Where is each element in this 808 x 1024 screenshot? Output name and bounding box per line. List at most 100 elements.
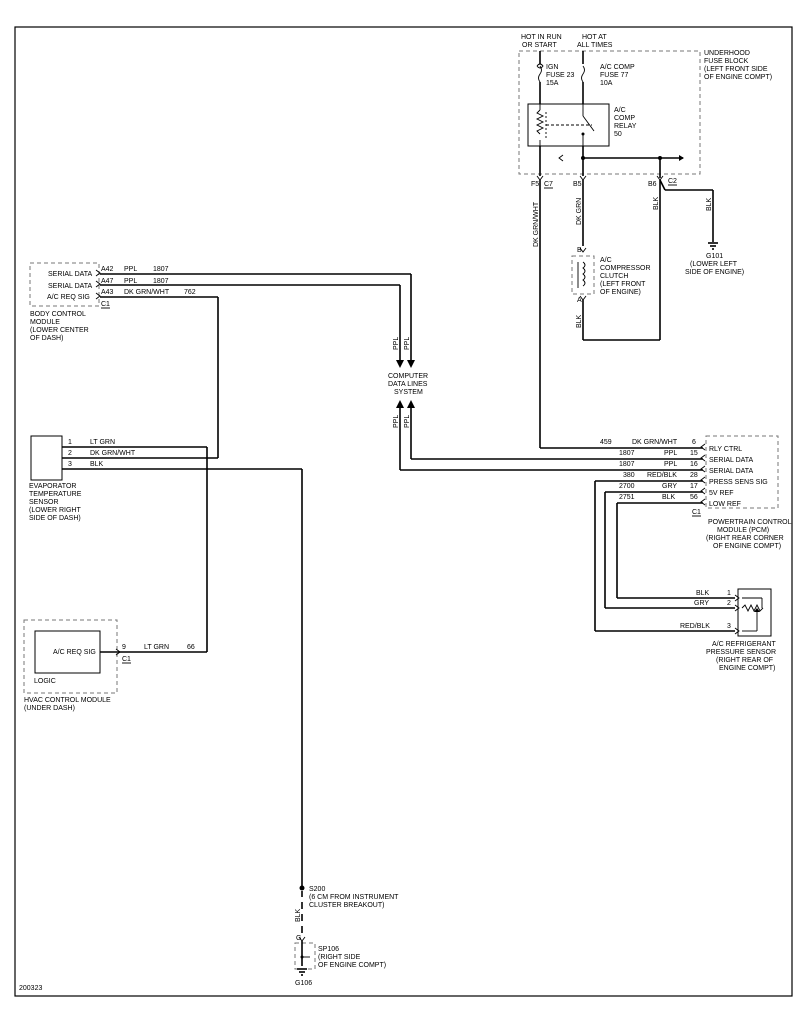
- press-name-2: PRESSURE SENSOR: [706, 649, 776, 656]
- bcm-row-3-color: DK GRN/WHT: [124, 289, 170, 296]
- ac-fuse-label: A/C COMP: [600, 64, 635, 71]
- cdl-line-1: COMPUTER: [388, 373, 428, 380]
- clutch-coil: [577, 261, 586, 288]
- press-pin-1: 1: [727, 590, 731, 597]
- wire-label-blk-clutch: BLK: [576, 314, 583, 328]
- press-color-3: RED/BLK: [680, 623, 710, 630]
- ac-compressor-clutch: [571, 255, 595, 295]
- computer-data-lines-system: COMPUTER DATA LINES SYSTEM: [388, 373, 428, 396]
- cdl-line-3: SYSTEM: [394, 389, 423, 396]
- ground-g106-symbol: [297, 968, 307, 976]
- fuse-block-label: UNDERHOOD FUSE BLOCK (LEFT FRONT SIDE OF…: [704, 50, 772, 81]
- splice-s200: [299, 885, 305, 891]
- pcm-row-3-pin: 16: [690, 461, 698, 468]
- evap-name-2: TEMPERATURE: [29, 491, 82, 498]
- ground-g101-symbol: [708, 242, 718, 250]
- hvac-req-sig-label: A/C REQ SIG: [53, 649, 96, 656]
- clutch-label-3: CLUTCH: [600, 273, 628, 280]
- press-name-4: ENGINE COMPT): [719, 665, 775, 672]
- evap-name-4: (LOWER RIGHT: [29, 507, 81, 514]
- evap-color-3: BLK: [90, 461, 104, 468]
- pcm-row-3-label: SERIAL DATA: [709, 468, 754, 475]
- ac-comp-fuse-77: A/C COMP FUSE 77 10A: [581, 51, 635, 104]
- relay-label-3: RELAY: [614, 123, 637, 130]
- pcm-row-6-color: BLK: [662, 494, 676, 501]
- evap-color-1: LT GRN: [90, 439, 115, 446]
- bcm-name-1: BODY CONTROL: [30, 311, 86, 318]
- bcm-name-3: (LOWER CENTER: [30, 327, 89, 334]
- wire-label-blk-s200: BLK: [295, 908, 302, 922]
- pcm-name-1: POWERTRAIN CONTROL: [708, 519, 792, 526]
- pcm-rows: 459 1807 1807 380 2700 2751 DK GRN/WHT P…: [600, 439, 768, 508]
- press-color-1: BLK: [696, 590, 710, 597]
- fuse-block-title-4: OF ENGINE COMPT): [704, 74, 772, 81]
- evap-pin-2: 2: [68, 450, 72, 457]
- hot-in-run-label-2: OR START: [522, 42, 557, 49]
- pcm-pin-markers: [700, 443, 706, 506]
- pcm-row-6-circuit: 2751: [619, 494, 635, 501]
- bcm-rows: SERIAL DATA SERIAL DATA A/C REQ SIG A42 …: [47, 266, 196, 301]
- pin-f5: F5: [531, 181, 539, 188]
- evap-pin-1: 1: [68, 439, 72, 446]
- hvac-wire-color: LT GRN: [144, 644, 169, 651]
- hvac-logic-box: [34, 630, 101, 674]
- press-color-2: GRY: [694, 600, 709, 607]
- sp106-label: SP106: [318, 946, 339, 953]
- bcm-name-4: OF DASH): [30, 335, 63, 342]
- hot-in-run-label: HOT IN RUN: [521, 34, 562, 41]
- wire-label-ppl-cdl-top-1: PPL: [393, 337, 400, 350]
- pin-b6: B6: [648, 181, 657, 188]
- pcm-conn-c1: C1: [692, 509, 701, 516]
- hvac-pin-9: 9: [122, 644, 126, 651]
- pcm-name-4: OF ENGINE COMPT): [713, 543, 781, 550]
- ign-fuse-label: IGN: [546, 64, 558, 71]
- press-rows: BLK GRY RED/BLK 1 2 3: [680, 590, 731, 630]
- evap-name-3: SENSOR: [29, 499, 59, 506]
- bcm-conn-c1: C1: [101, 301, 110, 308]
- relay-label-4: 50: [614, 131, 622, 138]
- evap-rows: 1 2 3 LT GRN DK GRN/WHT BLK: [68, 439, 136, 468]
- hvac-wire-circuit: 66: [187, 644, 195, 651]
- underhood-fuse-block: [518, 50, 701, 175]
- wire-label-ppl-cdl-top-2: PPL: [404, 337, 411, 350]
- pcm-row-1-pin: 6: [692, 439, 696, 446]
- splice-s200-loc-2: CLUSTER BREAKOUT): [309, 902, 384, 909]
- splice-s200-loc-1: (6 CM FROM INSTRUMENT: [309, 894, 399, 901]
- cdl-line-2: DATA LINES: [388, 381, 428, 388]
- press-pin-3: 3: [727, 623, 731, 630]
- pcm-row-4-pin: 28: [690, 472, 698, 479]
- pcm-row-4-color: RED/BLK: [647, 472, 677, 479]
- power-labels: HOT IN RUN OR START HOT AT ALL TIMES: [521, 34, 613, 49]
- bcm-row-2-circuit: 1807: [153, 278, 169, 285]
- pcm-row-2-pin: 15: [690, 450, 698, 457]
- sp106-loc-2: OF ENGINE COMPT): [318, 962, 386, 969]
- ign-fuse-number: FUSE 23: [546, 72, 575, 79]
- pcm-name-3: (RIGHT REAR CORNER: [706, 535, 784, 542]
- powertrain-control-module: [705, 435, 779, 509]
- press-name-1: A/C REFRIGERANT: [712, 641, 777, 648]
- ign-fuse-rating: 15A: [546, 80, 559, 87]
- hvac-logic-label: LOGIC: [34, 678, 56, 685]
- sp106-loc-1: (RIGHT SIDE: [318, 954, 361, 961]
- bcm-row-1-circuit: 1807: [153, 266, 169, 273]
- diagram-frame: [14, 26, 793, 997]
- bcm-row-2-color: PPL: [124, 278, 137, 285]
- splice-s200-label: S200: [309, 886, 325, 893]
- ground-g101-loc-2: SIDE OF ENGINE): [685, 269, 744, 276]
- ground-g101-label: G101: [706, 253, 723, 260]
- evap-name-5: SIDE OF DASH): [29, 515, 81, 522]
- pin-b5: B5: [573, 181, 582, 188]
- sp106-pin-g: G: [296, 935, 301, 942]
- ac-fuse-rating: 10A: [600, 80, 613, 87]
- hvac-name-1: HVAC CONTROL MODULE: [24, 697, 111, 704]
- bcm-name-2: MODULE: [30, 319, 60, 326]
- bcm-row-1-pin: A42: [101, 266, 114, 273]
- splice-pack-sp106: [294, 942, 316, 970]
- clutch-pin-b: B: [577, 247, 582, 254]
- pcm-row-2-color: PPL: [664, 450, 677, 457]
- pcm-row-3-circuit: 1807: [619, 461, 635, 468]
- evap-pin-3: 3: [68, 461, 72, 468]
- hvac-conn-c1: C1: [122, 656, 131, 663]
- bcm-row-3-circuit: 762: [184, 289, 196, 296]
- pcm-row-2-circuit: 1807: [619, 450, 635, 457]
